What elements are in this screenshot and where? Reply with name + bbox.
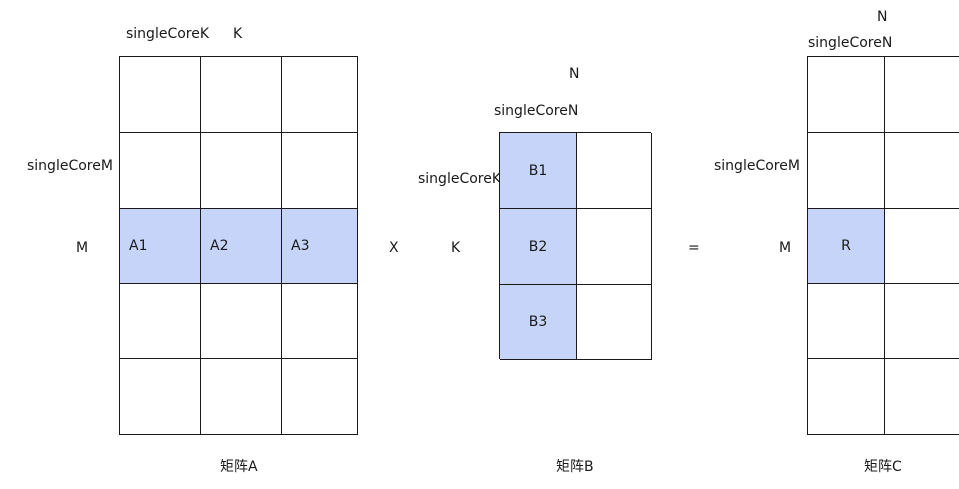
matrix-b-cell-b1: B1: [500, 133, 577, 209]
matrix-a-cell: [282, 57, 358, 133]
matrix-a-cell: [120, 359, 201, 435]
equals-operator: =: [688, 240, 700, 256]
matrix-a-cell-a1: A1: [120, 209, 201, 284]
matrix-c-cell: [885, 359, 959, 435]
matrix-c-singlecore-m-label: singleCoreM: [714, 158, 800, 174]
matrix-a-cell-a1-label: A1: [129, 238, 148, 254]
matrix-a-cell: [120, 57, 201, 133]
matrix-c-cell: [808, 359, 885, 435]
matrix-a-cell: [120, 284, 201, 359]
matrix-c-m-label: M: [779, 240, 792, 256]
matrix-a-cell: [201, 359, 282, 435]
matrix-a-singlecore-k-label: singleCoreK: [126, 26, 210, 42]
matrix-b-k-label: K: [451, 240, 461, 256]
matrix-a-m-label: M: [76, 240, 89, 256]
matrix-a-cell: [201, 133, 282, 209]
matrix-a-cell: [282, 133, 358, 209]
matrix-a-cell: [282, 359, 358, 435]
matrix-a-grid: A1 A2 A3: [119, 56, 358, 435]
matrix-c-cell: [808, 57, 885, 133]
matrix-b-caption: 矩阵B: [556, 459, 594, 475]
matrix-c-cell-r-label: R: [841, 238, 851, 254]
matrix-b-n-label: N: [569, 66, 580, 82]
matrix-a-cell-a2: A2: [201, 209, 282, 284]
matrix-b-cell-b1-label: B1: [528, 162, 548, 179]
matrix-b-cell: [577, 209, 652, 285]
matrix-a-cell: [201, 284, 282, 359]
matrix-a-singlecore-m-label: singleCoreM: [27, 158, 113, 174]
matrix-c-grid: R: [807, 56, 959, 435]
matrix-c-cell: [885, 284, 959, 359]
matrix-c-cell: [885, 57, 959, 133]
matrix-c-cell: [808, 133, 885, 209]
matrix-b-cell-b3-label: B3: [528, 314, 548, 330]
matrix-a-k-label: K: [233, 26, 243, 42]
matrix-c-cell: [808, 284, 885, 359]
multiply-operator: X: [389, 240, 399, 256]
matrix-c-n-label: N: [877, 9, 888, 25]
matrix-c-cell: [885, 209, 959, 284]
matrix-a-caption: 矩阵A: [220, 459, 258, 475]
matrix-b-grid: B1 B2 B3: [499, 132, 652, 360]
matrix-a-cell-a2-label: A2: [210, 238, 229, 254]
matrix-c-cell-r: R: [808, 209, 885, 284]
matrix-b-cell: [577, 133, 652, 209]
matrix-b-singlecore-k-label: singleCoreK: [418, 171, 502, 187]
matrix-c-singlecore-n-label: singleCoreN: [808, 35, 893, 51]
matrix-b-cell-b3: B3: [500, 285, 577, 360]
matrix-a-cell: [120, 133, 201, 209]
matrix-a-cell-a3-label: A3: [291, 238, 310, 254]
matrix-b-cell-b2: B2: [500, 209, 577, 285]
matrix-b-singlecore-n-label: singleCoreN: [494, 103, 579, 119]
matrix-a-cell: [282, 284, 358, 359]
matrix-b-cell: [577, 285, 652, 360]
matrix-c-caption: 矩阵C: [864, 459, 902, 475]
matrix-a-cell-a3: A3: [282, 209, 358, 284]
matrix-b-cell-b2-label: B2: [528, 238, 548, 255]
matrix-c-cell: [885, 133, 959, 209]
matrix-a-cell: [201, 57, 282, 133]
